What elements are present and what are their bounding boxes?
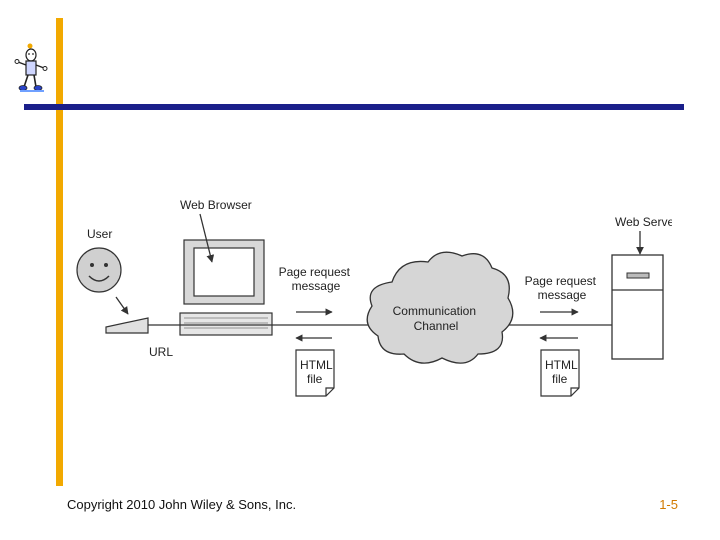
url-input-wedge — [105, 317, 149, 334]
html-file-icon-right — [540, 349, 580, 397]
web-architecture-diagram: User URL Web Browser Page request messag… — [76, 198, 672, 397]
browser-pointer — [199, 213, 215, 263]
mascot-figure-icon — [14, 43, 48, 92]
user-arrow — [115, 296, 129, 315]
web-browser-label: Web Browser — [180, 198, 252, 212]
communication-channel-cloud-icon — [366, 251, 514, 364]
web-server-icon — [611, 254, 664, 360]
copyright-text: Copyright 2010 John Wiley & Sons, Inc. — [67, 497, 297, 512]
web-server-label: Web Server — [615, 215, 672, 229]
page-request-label-left: Page request message — [279, 265, 354, 293]
user-label: User — [87, 227, 112, 241]
page-request-label-right: Page request message — [525, 274, 600, 302]
url-label: URL — [149, 345, 173, 359]
html-file-label-right: HTML file — [545, 358, 581, 386]
user-face-icon — [76, 247, 122, 293]
web-browser-computer-icon — [179, 239, 273, 336]
html-file-label-left: HTML file — [300, 358, 336, 386]
communication-channel-label: Communication Channel — [393, 304, 480, 333]
html-file-icon-left — [295, 349, 335, 397]
vertical-accent-bar — [56, 18, 63, 486]
title-underline-bar — [24, 104, 684, 110]
page-number: 1-5 — [659, 497, 678, 512]
